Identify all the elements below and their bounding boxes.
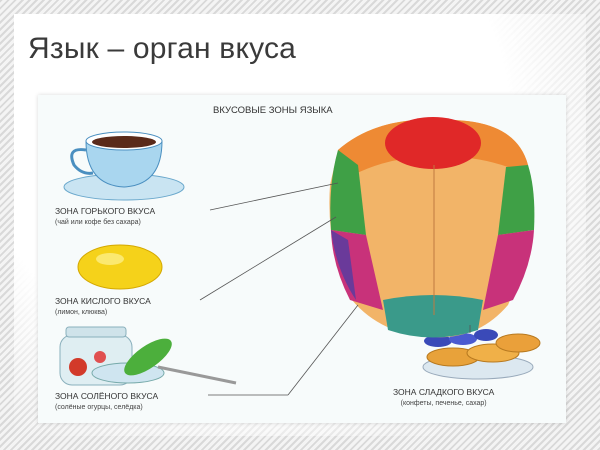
- salty-leader-line-2: [287, 304, 359, 396]
- sour-leader-line: [199, 216, 337, 301]
- lemon-image: [77, 244, 163, 290]
- zone-examples: (конфеты, печенье, сахар): [400, 400, 487, 407]
- zone-examples: (солёные огурцы, селёдка): [55, 404, 143, 411]
- tea-cup-image: [63, 131, 185, 201]
- illustration: [59, 117, 541, 396]
- figure-title: ВКУСОВЫЕ ЗОНЫ ЯЗЫКА: [213, 105, 333, 116]
- sour-zone-label: ЗОНА КИСЛОГО ВКУСА (лимон, клюква): [55, 296, 151, 318]
- tongue-image: [329, 117, 535, 338]
- sweets-image: [422, 329, 541, 380]
- bitter-zone-label: ЗОНА ГОРЬКОГО ВКУСА (чай или кофе без са…: [55, 206, 155, 228]
- bitter-leader-line: [209, 182, 339, 211]
- zone-name: ЗОНА КИСЛОГО ВКУСА: [55, 296, 151, 306]
- taste-zones-figure: ВКУСОВЫЕ ЗОНЫ ЯЗЫКА ЗОНА ГОРЬКОГО ВКУСА …: [38, 95, 566, 423]
- zone-examples: (лимон, клюква): [55, 309, 108, 316]
- zone-name: ЗОНА СОЛЁНОГО ВКУСА: [55, 391, 159, 401]
- salty-zone-label: ЗОНА СОЛЁНОГО ВКУСА (солёные огурцы, сел…: [55, 391, 158, 413]
- zone-name: ЗОНА СЛАДКОГО ВКУСА: [393, 387, 495, 397]
- sweet-zone-label: ЗОНА СЛАДКОГО ВКУСА (конфеты, печенье, с…: [393, 387, 494, 409]
- pickles-image: [59, 326, 237, 386]
- slide-title: Язык – орган вкуса: [28, 32, 297, 65]
- zone-examples: (чай или кофе без сахара): [55, 219, 141, 226]
- zone-name: ЗОНА ГОРЬКОГО ВКУСА: [55, 206, 156, 216]
